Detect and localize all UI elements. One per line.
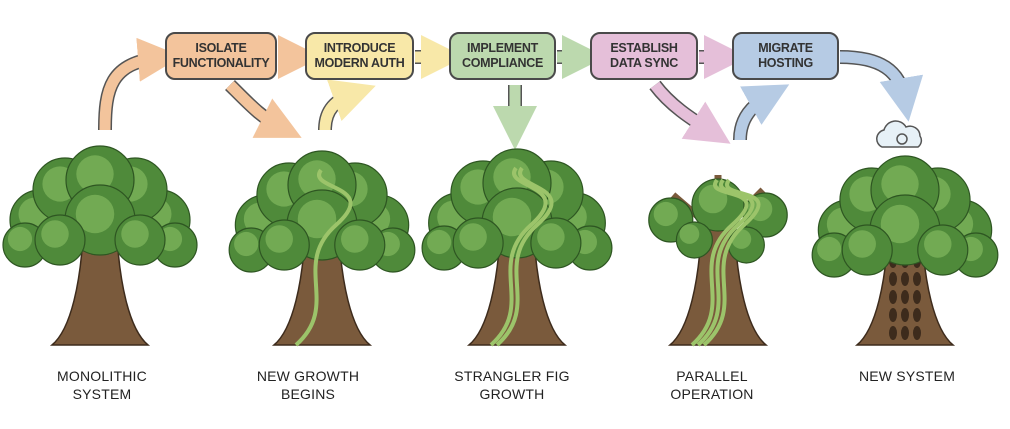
vine <box>702 178 761 347</box>
lattice-hole <box>901 290 909 304</box>
lattice-hole <box>901 326 909 340</box>
flow-arrow <box>319 79 376 131</box>
foliage-highlight <box>426 229 452 255</box>
stage-label-line: GROWTH <box>479 386 545 402</box>
foliage-highlight <box>492 197 532 237</box>
step-label-line: MIGRATE <box>758 41 813 55</box>
lattice-hole <box>889 290 897 304</box>
foliage-highlight <box>234 231 259 257</box>
tree-5 <box>811 155 999 346</box>
foliage-highlight <box>537 223 565 251</box>
stage-label-line: NEW SYSTEM <box>858 368 956 384</box>
step-label-line: ISOLATE <box>195 41 247 55</box>
foliage-highlight <box>848 230 876 258</box>
stage-label-line: STRANGLER FIG <box>454 368 570 384</box>
stage-label-line: PARALLEL <box>676 368 748 384</box>
foliage-highlight <box>880 204 920 244</box>
step-label-line: FUNCTIONALITY <box>172 56 270 70</box>
step-label-line: ESTABLISH <box>610 41 678 55</box>
foliage-highlight <box>341 225 369 253</box>
step-label-line: HOSTING <box>758 56 813 70</box>
vine <box>696 178 755 347</box>
stage-label-monolithic-system: MONOLITHIC SYSTEM <box>22 367 182 403</box>
lattice-hole <box>901 308 909 322</box>
lattice-hole <box>913 290 921 304</box>
foliage-highlight <box>297 199 337 239</box>
flow-arrows <box>98 35 924 150</box>
flow-arrow <box>650 81 731 144</box>
stage-label-line: OPERATION <box>670 386 754 402</box>
vine <box>489 166 548 347</box>
foliage-highlight <box>76 155 114 193</box>
cloud-sync-icon <box>876 120 923 148</box>
foliage-highlight <box>298 160 336 198</box>
foliage-highlight <box>679 224 700 244</box>
step-label-line: IMPLEMENT <box>467 41 538 55</box>
step-label-line: COMPLIANCE <box>461 56 544 70</box>
lattice-hole <box>901 272 909 286</box>
vine <box>495 166 554 347</box>
lattice-hole <box>889 272 897 286</box>
foliage-highlight <box>817 236 842 262</box>
lattice-hole <box>913 308 921 322</box>
lattice-hole <box>913 326 921 340</box>
stage-label-parallel-operation: PARALLEL OPERATION <box>632 367 792 403</box>
foliage-highlight <box>459 223 487 251</box>
vine <box>690 178 749 347</box>
flow-arrow <box>226 81 302 138</box>
lattice-hole <box>889 308 897 322</box>
foliage-highlight <box>75 194 115 234</box>
foliage-highlight <box>924 230 952 258</box>
tree-3 <box>421 148 613 347</box>
tree-2 <box>228 150 416 347</box>
lattice-hole <box>913 272 921 286</box>
flow-arrow <box>99 37 182 131</box>
stage-label-strangler-fig: STRANGLER FIG GROWTH <box>432 367 592 403</box>
stage-label-line: SYSTEM <box>72 386 132 402</box>
stage-label-line: NEW GROWTH <box>256 368 360 384</box>
tree-4 <box>648 175 788 347</box>
tree-1 <box>2 145 198 346</box>
stage-label-new-growth: NEW GROWTH BEGINS <box>228 367 388 403</box>
trees <box>2 145 999 347</box>
trunk <box>49 214 151 346</box>
foliage-highlight <box>265 225 293 253</box>
vine <box>294 168 353 347</box>
step-label-line: MODERN AUTH <box>314 56 405 70</box>
foliage-highlight <box>881 165 919 203</box>
foliage-highlight <box>41 220 69 248</box>
stage-label-line: MONOLITHIC <box>57 368 147 384</box>
step-label-line: INTRODUCE <box>323 41 396 55</box>
trunk <box>271 214 373 346</box>
foliage-highlight <box>7 226 33 252</box>
flow-arrow <box>839 51 924 122</box>
foliage-highlight <box>121 220 149 248</box>
foliage-highlight <box>731 229 752 249</box>
step-label-line: DATA SYNC <box>610 56 678 70</box>
flow-arrow <box>734 84 790 141</box>
lattice-hole <box>889 326 897 340</box>
stage-label-new-system: NEW SYSTEM <box>827 367 987 385</box>
foliage-highlight <box>653 201 678 227</box>
stage-label-line: BEGINS <box>280 386 336 402</box>
